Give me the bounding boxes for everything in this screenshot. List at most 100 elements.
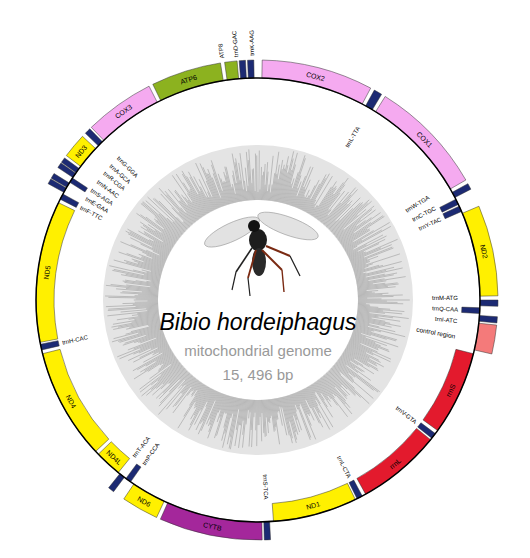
- gene-arc: [462, 307, 480, 313]
- gc-bar: [200, 163, 219, 207]
- gc-bar: [190, 388, 210, 425]
- gc-bar: [258, 192, 259, 200]
- gc-ring-ground: [103, 145, 413, 455]
- gc-bar: [244, 181, 246, 201]
- gene-arc: [51, 174, 69, 188]
- gene-arc: [357, 428, 431, 494]
- gene-arc: [239, 60, 246, 78]
- gene-arc: [126, 464, 141, 482]
- gc-skew-ring: [103, 145, 413, 455]
- trna-label: trnL-TTA: [344, 125, 361, 148]
- trna-label: trnD-GAC: [231, 30, 239, 57]
- gc-bar: [358, 295, 403, 297]
- gc-bar: [135, 295, 158, 297]
- gc-bar: [358, 298, 381, 299]
- gc-bar: [112, 328, 162, 342]
- gc-bar: [256, 400, 257, 446]
- gc-bar: [339, 213, 380, 242]
- gene-bands: [36, 60, 498, 540]
- gc-bar: [113, 317, 159, 325]
- gene-arc: [443, 206, 462, 218]
- trna-label: trnV-GTA: [395, 405, 418, 425]
- gc-bar: [147, 229, 174, 246]
- gc-bar: [116, 289, 158, 292]
- trna-label: trnH-CAC: [62, 334, 89, 345]
- gc-bar: [358, 303, 403, 304]
- trna-label: trnM-ATG: [432, 295, 458, 301]
- gc-bar: [259, 400, 260, 417]
- gc-bar: [337, 361, 378, 392]
- gc-bar: [346, 347, 383, 367]
- gc-bar: [158, 363, 181, 381]
- gc-bar: [258, 151, 259, 200]
- gc-bar: [266, 400, 269, 433]
- gc-bar: [178, 385, 205, 428]
- gc-bar: [249, 400, 250, 419]
- gc-bar: [265, 162, 268, 200]
- gc-bar: [268, 400, 270, 424]
- gc-bar: [268, 156, 273, 201]
- gc-bar: [315, 382, 332, 406]
- gene-arc: [98, 442, 129, 473]
- fly-illustration: [201, 207, 321, 296]
- gc-bar: [135, 301, 158, 302]
- gene-arc: [262, 60, 371, 104]
- genome-subtitle: mitochondrial genome: [184, 343, 332, 358]
- gene-arc: [66, 136, 95, 166]
- trna-label: trnI-ATC: [434, 316, 457, 324]
- gc-bar: [355, 267, 394, 276]
- gc-bar: [225, 397, 234, 433]
- gc-bar: [240, 153, 246, 201]
- gc-bar: [357, 277, 406, 285]
- gc-bar: [109, 266, 160, 278]
- gene-arc: [91, 86, 157, 140]
- gc-bar: [255, 154, 257, 200]
- gc-bar: [358, 287, 396, 291]
- gc-bar: [123, 281, 159, 286]
- gc-bar: [358, 291, 378, 293]
- gene-arc: [153, 63, 223, 101]
- gc-bar: [133, 349, 171, 371]
- gene-arc: [70, 178, 88, 192]
- gc-bar: [188, 172, 210, 212]
- gc-bar: [357, 284, 398, 289]
- gc-bar: [351, 247, 392, 263]
- gc-bar: [258, 400, 259, 425]
- gene-arc: [376, 96, 466, 189]
- gc-bar: [358, 304, 370, 306]
- gc-bar: [252, 169, 253, 200]
- gc-bar: [105, 296, 158, 297]
- trna-label: trnL-CTA: [336, 455, 352, 479]
- gc-bar: [279, 398, 287, 435]
- gene-arc: [272, 483, 355, 521]
- gc-bar: [313, 383, 324, 400]
- gc-bar: [255, 400, 257, 430]
- gc-bar: [256, 155, 257, 200]
- gc-bar: [344, 222, 389, 249]
- gc-bar: [211, 165, 225, 206]
- gc-bar: [203, 167, 220, 207]
- gc-bar: [356, 273, 397, 281]
- gc-bar: [338, 360, 380, 392]
- genome-circle: [36, 78, 480, 522]
- gc-bar: [337, 362, 374, 391]
- gc-bar: [122, 302, 158, 304]
- gene-arc: [124, 484, 164, 517]
- gc-bar: [263, 164, 265, 200]
- gene-arc: [36, 203, 75, 343]
- gc-bar: [261, 400, 262, 441]
- gc-bar: [239, 399, 245, 448]
- gc-bar: [262, 400, 263, 433]
- trna-label: trnK-AAG: [248, 30, 255, 56]
- gc-bar: [357, 279, 385, 284]
- gc-bar: [260, 167, 262, 200]
- genome-size: 15, 496 bp: [223, 367, 294, 382]
- gene-arc: [264, 522, 271, 540]
- gc-bar: [318, 185, 345, 220]
- gc-bar: [120, 242, 165, 261]
- gc-bar: [223, 397, 235, 447]
- gene-arc: [40, 341, 59, 350]
- gc-bar: [252, 400, 254, 447]
